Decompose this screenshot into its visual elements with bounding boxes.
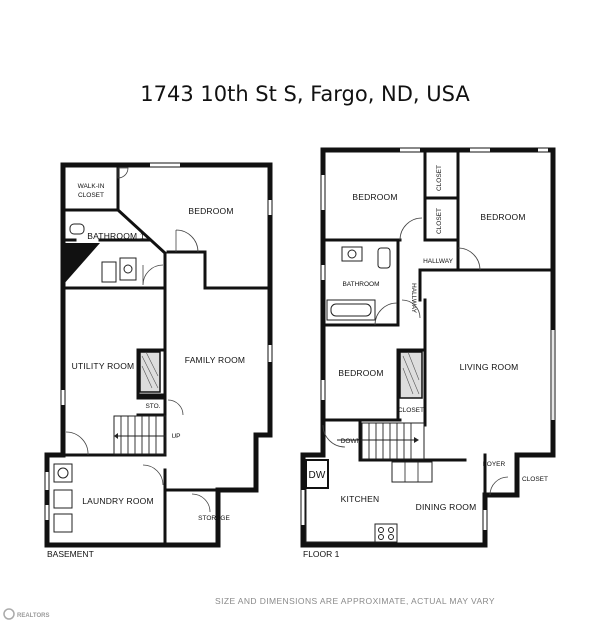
bathroom-label: BATHROOM [342,281,379,288]
hallway-h-label: HALLWAY [423,258,454,265]
dryer-icon [53,489,73,509]
hallway-v-label: HALLWAY [410,283,417,314]
closet-c-label: CLOSET [398,407,424,414]
kitchen-island [391,461,433,483]
foyer-label: FOYER [483,461,506,468]
basement-bedroom-label: BEDROOM [188,206,233,216]
up-label: UP [171,433,180,440]
sink-icon [53,513,73,533]
bedroom-diag-wall [115,207,167,287]
floor1-plan: BEDROOM CLOSET CLOSET BEDROOM BATHROOM H… [300,147,556,559]
walkin-label-2: CLOSET [78,192,104,199]
utility-room-label: UTILITY ROOM [72,361,135,371]
walkin-label-1: WALK-IN [78,183,105,190]
bedroom-a-label: BEDROOM [352,192,397,202]
plan-title: 1743 10th St S, Fargo, ND, USA [140,82,470,106]
down-label: DOWN [341,438,362,445]
stove-icon [374,523,398,543]
closet-d-label: CLOSET [522,476,548,483]
toilet-icon [101,261,117,283]
kitchen-label: KITCHEN [341,494,380,504]
basement-stairs [113,415,167,455]
sto-label: STO. [145,403,160,410]
living-room-label: LIVING ROOM [460,362,519,372]
shower-corner [63,243,100,285]
floor1-stairs [337,422,425,460]
storage-label: STORAGE [198,515,230,522]
basement-plan: WALK-IN CLOSET BEDROOM BATHROOM 1 UTILIT… [44,162,273,559]
dishwasher-icon [305,459,329,489]
closet-b-label: CLOSET [436,208,443,234]
bedroom-c-label: BEDROOM [338,368,383,378]
family-room-label: FAMILY ROOM [185,355,245,365]
logo-text: REALTORS [17,613,49,619]
laundry-room-label: LAUNDRY ROOM [82,496,154,506]
toilet-icon [69,223,85,235]
disclaimer-text: SIZE AND DIMENSIONS ARE APPROXIMATE, ACT… [215,596,495,606]
floor1-floor-label: FLOOR 1 [303,549,340,559]
realtor-logo: REALTORS [3,608,49,620]
basement-bathroom-label: BATHROOM 1 [87,231,145,241]
closet-a-label: CLOSET [436,165,443,191]
bedroom-b-label: BEDROOM [480,212,525,222]
dw-label: DW [308,470,325,481]
toilet-icon [377,247,391,269]
basement-floor-label: BASEMENT [47,549,94,559]
dining-room-label: DINING ROOM [416,502,477,512]
